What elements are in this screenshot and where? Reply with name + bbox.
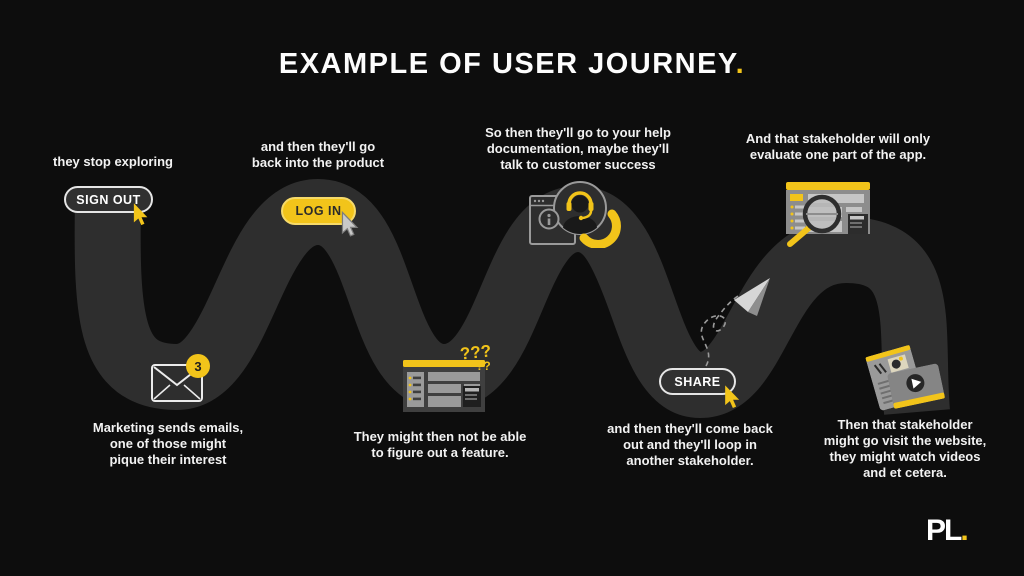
website-video-icon [865,342,948,418]
label-stakeholder-evaluate: And that stakeholder will only evaluate … [745,131,931,162]
logo-text: PL [926,514,962,547]
cursor-icon-share [725,385,740,408]
browser-magnifier-icon [784,178,880,248]
page-title: EXAMPLE OF USER JOURNEY. [279,48,745,81]
cursor-icon-login [341,210,359,237]
title-accent-dot: . [735,48,746,80]
caption-marketing-emails: Marketing sends emails, one of those mig… [92,420,244,467]
dashed-trail [700,295,739,367]
paper-plane-icon [734,278,770,312]
caption-visit-website: Then that stakeholder might go visit the… [823,417,987,480]
paper-plane-trail [700,278,770,367]
title-text: EXAMPLE OF USER JOURNEY [278,48,736,80]
sign-out-button[interactable]: SIGN OUT [64,186,153,213]
label-stop-exploring: they stop exploring [53,154,173,169]
logo-accent-dot: . [960,514,968,547]
label-back-into-product: and then they'll go back into the produc… [251,139,385,170]
caption-loop-stakeholder: and then they'll come back out and they'… [607,421,773,468]
person-silhouette [563,195,597,234]
envelope-icon: 3 [150,354,212,406]
notification-badge: 3 [186,354,210,378]
caption-figure-out-feature: They might then not be able to figure ou… [353,429,527,460]
question-marks-small: ?? [476,359,491,373]
phone-icon [579,209,621,248]
play-icon [911,378,922,389]
share-button[interactable]: SHARE [659,368,736,395]
help-docs-icon [522,178,628,248]
logo: PL. [926,514,969,548]
magnifier-handle [787,224,813,247]
headset-icon [567,191,593,205]
video-card-icon [887,363,945,409]
dashboard-icon: ??? ?? [400,341,500,412]
cursor-icon-signout [133,203,148,226]
label-help-documentation: So then they'll go to your help document… [485,125,671,172]
